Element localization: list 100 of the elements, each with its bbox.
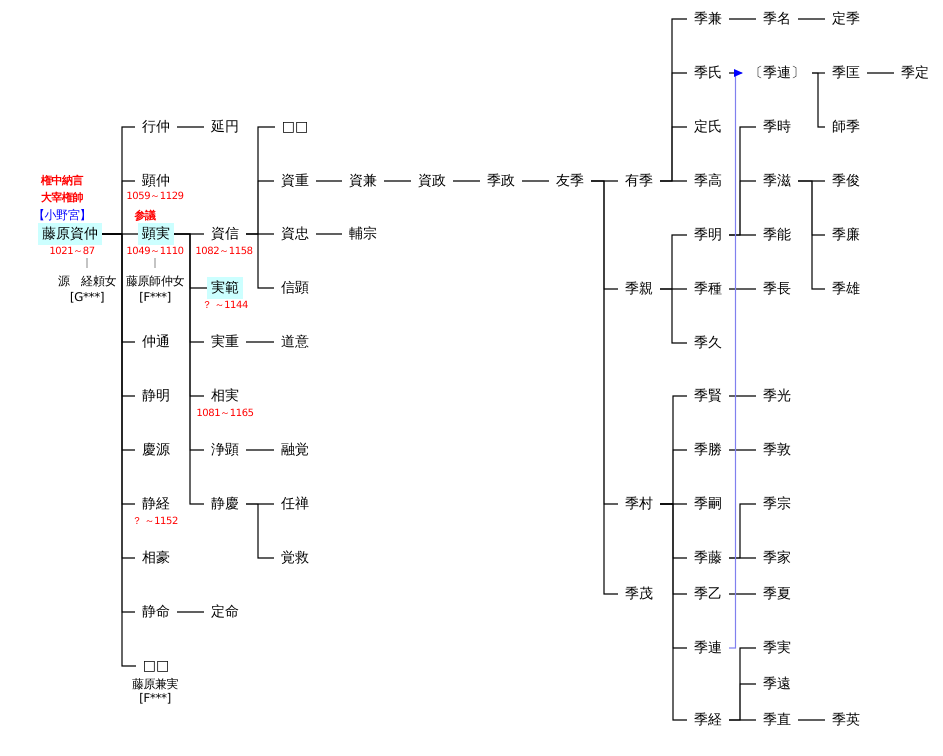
person-name: 季滋 [756, 170, 798, 192]
person-name: 静慶 [204, 493, 246, 515]
person-name: 道意 [274, 331, 316, 353]
note-label: [F***] [139, 691, 171, 705]
date-label: 1021～87 [49, 245, 95, 259]
spouse-name: [G***] [70, 290, 104, 304]
person-name: 季乙 [687, 583, 729, 605]
family-line [177, 611, 204, 613]
office-title: 参議 [134, 209, 156, 223]
family-line [453, 180, 480, 182]
person-name: 季遠 [756, 673, 798, 695]
person-name: 季高 [687, 170, 729, 192]
person-name: 季明 [687, 224, 729, 246]
person-name: 静明 [135, 385, 177, 407]
highlighted-name: 藤原資仲 [38, 223, 102, 245]
person-name: 季能 [756, 224, 798, 246]
person-name: 季宗 [756, 493, 798, 515]
highlighted-name: 実範 [207, 277, 243, 299]
person-name: 季経 [687, 709, 729, 731]
family-line [798, 18, 825, 20]
person-name: 顕仲 [135, 170, 177, 192]
person-name: 相豪 [135, 547, 177, 569]
person-name: 定氏 [687, 116, 729, 138]
person-name: 静命 [135, 601, 177, 623]
person-name: 有季 [618, 170, 660, 192]
person-name: 季長 [756, 278, 798, 300]
person-name: 季藤 [687, 547, 729, 569]
family-line [729, 234, 756, 236]
person-name: 定命 [204, 601, 246, 623]
person-name: 季夏 [756, 583, 798, 605]
note-label: 藤原兼実 [132, 677, 178, 691]
office-title: 権中納言 [40, 174, 84, 188]
spouse-name: 源 経頼女 [58, 274, 116, 288]
person-name: 季廉 [825, 224, 867, 246]
person-name: 定季 [825, 8, 867, 30]
person-name: 資政 [411, 170, 453, 192]
person-name: 覚救 [274, 547, 316, 569]
family-line [522, 180, 549, 182]
person-name: 行仲 [135, 116, 177, 138]
family-line [246, 233, 274, 289]
person-name: 季久 [687, 332, 729, 354]
person-name: 延円 [204, 116, 246, 138]
family-line [729, 18, 756, 20]
person-name: 静経 [135, 493, 177, 515]
person-name: □□ [136, 655, 176, 677]
date-label: 1082～1158 [195, 245, 253, 259]
office-title: 大宰権帥 [40, 191, 84, 205]
person-name: 資兼 [342, 170, 384, 192]
arrow [729, 69, 743, 649]
person-name: 季親 [618, 278, 660, 300]
family-line [246, 341, 274, 343]
person-name: 〔季連〕 [742, 62, 812, 84]
person-name: 季賢 [687, 385, 729, 407]
person-name: 季連 [687, 637, 729, 659]
person-name: 季氏 [687, 62, 729, 84]
person-name: 季勝 [687, 439, 729, 461]
person-name: 資信 [204, 223, 246, 245]
family-line [246, 449, 274, 451]
person-name: 季光 [756, 385, 798, 407]
family-line [867, 72, 894, 74]
person-name: 浄顕 [204, 439, 246, 461]
date-label: ？ ～1144 [202, 299, 248, 313]
house-name: 【小野宮】 [33, 208, 91, 222]
person-name: 季敦 [756, 439, 798, 461]
person-name: 任禅 [274, 493, 316, 515]
family-line [729, 449, 756, 451]
person-name: □□ [275, 116, 315, 138]
person-name: 仲通 [135, 331, 177, 353]
person-name: 季種 [687, 278, 729, 300]
family-line [174, 233, 204, 505]
date-label: 1049～1110 [126, 245, 184, 259]
person-name: 季茂 [618, 583, 660, 605]
person-name: 季俊 [825, 170, 867, 192]
person-name: 季実 [756, 637, 798, 659]
person-name: 資忠 [274, 223, 316, 245]
family-line [660, 180, 687, 182]
date-label: 1059～1129 [126, 190, 184, 204]
family-line [729, 557, 756, 559]
date-label: ？ ～1152 [132, 515, 178, 529]
person-name: 輔宗 [342, 223, 384, 245]
person-name: 季英 [825, 709, 867, 731]
person-name: 季名 [756, 8, 798, 30]
person-name: 師季 [825, 116, 867, 138]
family-line [384, 180, 411, 182]
family-line [316, 180, 342, 182]
family-line [812, 72, 825, 128]
person-name: 資重 [274, 170, 316, 192]
person-name: 信顕 [274, 277, 316, 299]
family-line [798, 719, 825, 721]
person-name: 季定 [894, 62, 936, 84]
family-line [660, 503, 687, 721]
family-line [246, 503, 274, 559]
family-line [729, 395, 756, 397]
person-name: 季時 [756, 116, 798, 138]
person-name: 季雄 [825, 278, 867, 300]
person-name: 慶源 [135, 439, 177, 461]
family-line [729, 593, 756, 595]
person-name: 季直 [756, 709, 798, 731]
person-name: 季嗣 [687, 493, 729, 515]
person-name: 季匡 [825, 62, 867, 84]
